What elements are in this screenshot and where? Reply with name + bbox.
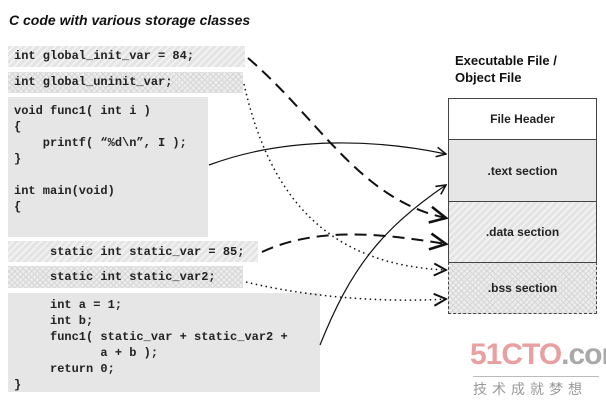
section-data: .data section (448, 201, 597, 263)
diagram-title: C code with various storage classes (9, 12, 251, 28)
arrow-global-uninit-to-bss (243, 83, 446, 270)
arrow-static-var-to-data (261, 234, 446, 253)
code-static-var: static int static_var = 85; (8, 241, 258, 262)
code-static-var2: static int static_var2; (8, 266, 243, 288)
code-func1-main: void func1( int i ) { printf( “%d\n”, I … (8, 97, 208, 237)
section-bss: .bss section (448, 262, 597, 314)
section-file-header: File Header (448, 98, 597, 140)
watermark-logo: 51CTO.com (470, 338, 606, 371)
arrow-main-to-text (319, 185, 446, 346)
arrow-static-var2-to-bss (245, 281, 446, 300)
arrow-global-init-to-data (247, 57, 446, 218)
watermark-slogan: 技术成就梦想 (473, 376, 599, 399)
file-title: Executable File / Object File (455, 53, 557, 85)
code-global-uninit-var: int global_uninit_var; (8, 72, 243, 93)
code-global-init-var: int global_init_var = 84; (8, 46, 245, 67)
section-text: .text section (448, 139, 597, 202)
arrow-func1-to-text (208, 142, 446, 166)
code-main-body: int a = 1; int b; func1( static_var + st… (8, 293, 320, 392)
